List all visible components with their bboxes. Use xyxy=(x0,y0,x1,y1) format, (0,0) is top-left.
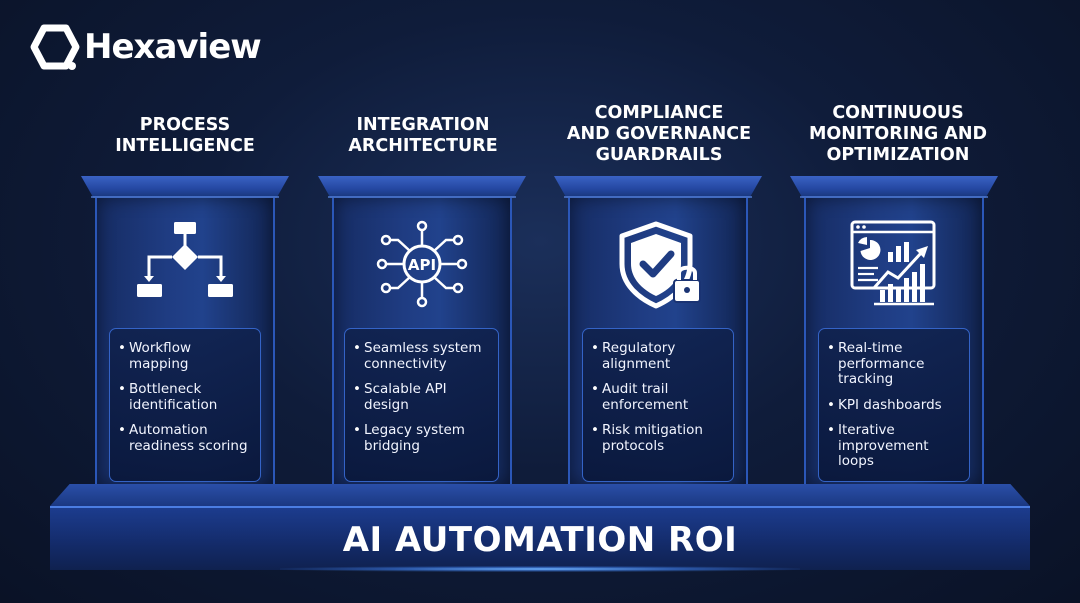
platform-front xyxy=(50,506,1030,570)
list-item: Risk mitigation protocols xyxy=(591,422,725,454)
pillar-cap xyxy=(554,176,762,198)
list-item: Regulatory alignment xyxy=(591,340,725,372)
pillar-cap xyxy=(318,176,526,198)
brand-name: Hexaview xyxy=(84,27,262,67)
pillar-cap xyxy=(81,176,289,198)
flowchart-icon xyxy=(137,222,233,297)
api-label: API xyxy=(408,256,436,274)
shield-lock-icon xyxy=(619,221,701,309)
list-item: Bottleneck identification xyxy=(118,381,252,413)
pillar-integration-architecture: API Seamless system connectivity Scalabl… xyxy=(318,176,526,506)
pillar-compliance-governance: Regulatory alignment Audit trail enforce… xyxy=(554,176,762,506)
list-item: Workflow mapping xyxy=(118,340,252,372)
list-item: Seamless system connectivity xyxy=(353,340,490,372)
pillar-title-process: PROCESS INTELLIGENCE xyxy=(115,115,255,156)
platform-top xyxy=(50,484,1030,506)
platform-glow xyxy=(280,566,800,572)
pillar-feature-list: Real-time performance tracking KPI dashb… xyxy=(818,328,970,482)
pillar-feature-list: Regulatory alignment Audit trail enforce… xyxy=(582,328,734,482)
list-item: KPI dashboards xyxy=(827,397,961,414)
pillar-title-integration: INTEGRATION ARCHITECTURE xyxy=(348,115,498,156)
list-item: Scalable API design xyxy=(353,381,490,413)
dashboard-chart-icon xyxy=(850,220,936,306)
pillar-feature-list: Workflow mapping Bottleneck identificati… xyxy=(109,328,261,482)
pillar-title-monitoring: CONTINUOUS MONITORING AND OPTIMIZATION xyxy=(808,103,988,165)
platform-title: AI AUTOMATION ROI xyxy=(342,520,738,560)
api-hub-icon: API xyxy=(376,220,468,308)
pillar-cap xyxy=(790,176,998,198)
pillar-feature-list: Seamless system connectivity Scalable AP… xyxy=(344,328,499,482)
pillar-process-intelligence: Workflow mapping Bottleneck identificati… xyxy=(81,176,289,506)
list-item: Audit trail enforcement xyxy=(591,381,725,413)
hexagon-logo-icon xyxy=(30,24,80,70)
pillar-title-compliance: COMPLIANCE AND GOVERNANCE GUARDRAILS xyxy=(566,103,752,165)
brand-logo: Hexaview xyxy=(30,22,262,72)
pillar-continuous-monitoring: Real-time performance tracking KPI dashb… xyxy=(790,176,998,506)
list-item: Automation readiness scoring xyxy=(118,422,252,454)
list-item: Iterative improvement loops xyxy=(827,422,961,470)
list-item: Real-time performance tracking xyxy=(827,340,961,388)
list-item: Legacy system bridging xyxy=(353,422,490,454)
